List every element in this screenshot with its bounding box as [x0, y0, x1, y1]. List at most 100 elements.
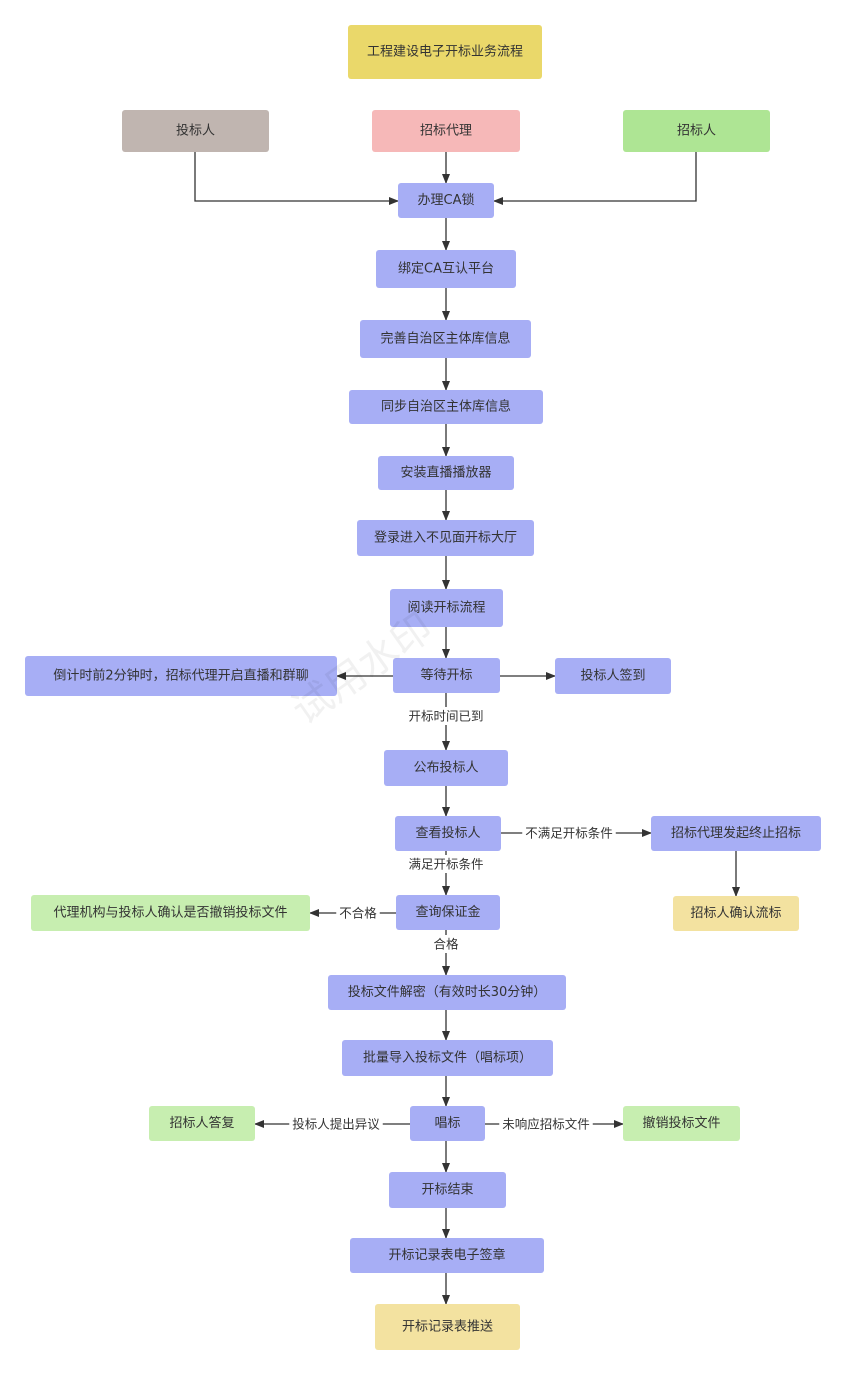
edge-label-view_bidders-to-check_deposit: 满足开标条件 [408, 857, 483, 872]
node-box [376, 250, 516, 288]
node-label: 同步自治区主体库信息 [381, 399, 511, 415]
node-box [350, 1238, 544, 1273]
node-box [348, 25, 542, 79]
node-terminate: 招标代理发起终止招标 [651, 816, 821, 851]
edge-label-sing-to-tenderer_reply: 投标人提出异议 [292, 1117, 380, 1132]
node-label: 招标人确认流标 [690, 906, 781, 921]
node-label: 完善自治区主体库信息 [380, 331, 510, 347]
node-open-end: 开标结束 [389, 1172, 506, 1208]
node-box [651, 816, 821, 851]
node-box [342, 1040, 553, 1076]
node-box [384, 750, 508, 786]
node-countdown: 倒计时前2分钟时，招标代理开启直播和群聊 [25, 656, 337, 696]
node-label: 办理CA锁 [418, 192, 475, 208]
node-box [149, 1106, 255, 1141]
node-decrypt: 投标文件解密（有效时长30分钟） [328, 975, 566, 1010]
node-tenderer: 招标人 [623, 110, 770, 152]
node-box [378, 456, 514, 490]
node-record-push: 开标记录表推送 [375, 1304, 520, 1350]
edge-label-bg [430, 935, 462, 953]
node-label: 招标代理发起终止招标 [671, 825, 801, 841]
edge-label-check_deposit-to-decrypt: 合格 [433, 937, 459, 952]
node-label: 投标人 [176, 123, 215, 139]
node-box [389, 1172, 506, 1208]
node-box [395, 816, 501, 851]
node-label: 查看投标人 [415, 825, 480, 841]
edge-label-bg [405, 707, 487, 725]
edge-bidder-to-ca_lock [194, 152, 399, 205]
edge-label-bg [405, 855, 487, 873]
node-view-bidders: 查看投标人 [395, 816, 501, 851]
node-label: 唱标 [434, 1116, 460, 1131]
node-label: 开标记录表推送 [402, 1320, 493, 1335]
node-label: 代理机构与投标人确认是否撤销投标文件 [53, 905, 287, 921]
node-label: 批量导入投标文件（唱标项） [363, 1050, 532, 1066]
node-box [673, 896, 799, 931]
edge-label-wait_open-to-publish_bidders: 开标时间已到 [408, 709, 483, 724]
edge-label-check_deposit-to-revoke_confirm: 不合格 [339, 906, 377, 921]
node-label: 投标文件解密（有效时长30分钟） [348, 984, 547, 1000]
edge-label-bg [289, 1115, 383, 1133]
node-agent: 招标代理 [372, 110, 520, 152]
node-label: 投标人签到 [580, 668, 645, 684]
node-label: 招标人答复 [169, 1115, 234, 1131]
node-label: 登录进入不见面开标大厅 [374, 531, 517, 546]
node-box [555, 658, 671, 694]
node-record-sign: 开标记录表电子签章 [350, 1238, 544, 1273]
node-login-hall: 登录进入不见面开标大厅 [357, 520, 534, 556]
node-sing: 唱标 [410, 1106, 485, 1141]
node-box [31, 895, 310, 931]
node-label: 公布投标人 [413, 760, 478, 776]
node-revoke-confirm: 代理机构与投标人确认是否撤销投标文件 [31, 895, 310, 931]
node-box [393, 658, 500, 693]
node-box [328, 975, 566, 1010]
edge-label-sing-to-revoke_files: 未响应招标文件 [502, 1117, 590, 1132]
node-complete-info: 完善自治区主体库信息 [360, 320, 531, 358]
node-install-player: 安装直播播放器 [378, 456, 514, 490]
node-box [396, 895, 500, 930]
node-box [623, 1106, 740, 1141]
edge-label-bg [522, 824, 616, 842]
edge-label-bg [499, 1115, 593, 1133]
node-title: 工程建设电子开标业务流程 [348, 25, 542, 79]
node-tenderer-reply: 招标人答复 [149, 1106, 255, 1141]
node-label: 绑定CA互认平台 [398, 262, 494, 277]
node-box [398, 183, 494, 218]
node-label: 撤销投标文件 [642, 1115, 720, 1131]
node-label: 等待开标 [420, 667, 472, 683]
edge-tenderer-to-ca_lock [493, 152, 697, 205]
node-box [360, 320, 531, 358]
node-label: 招标代理 [420, 124, 472, 139]
node-label: 开标记录表电子签章 [388, 1247, 505, 1263]
node-read-flow: 阅读开标流程 [390, 589, 503, 627]
node-label: 安装直播播放器 [400, 466, 491, 481]
node-ca-lock: 办理CA锁 [398, 183, 494, 218]
node-box [390, 589, 503, 627]
node-label: 招标人 [677, 124, 716, 139]
node-box [623, 110, 770, 152]
node-revoke-files: 撤销投标文件 [623, 1106, 740, 1141]
node-box [372, 110, 520, 152]
edge-label-view_bidders-to-terminate: 不满足开标条件 [525, 826, 613, 841]
node-box [349, 390, 543, 424]
node-wait-open: 等待开标 [393, 658, 500, 693]
node-label: 倒计时前2分钟时，招标代理开启直播和群聊 [53, 668, 308, 684]
node-check-deposit: 查询保证金 [396, 895, 500, 930]
node-box [25, 656, 337, 696]
node-box [410, 1106, 485, 1141]
node-box [375, 1304, 520, 1350]
node-box [357, 520, 534, 556]
node-label: 阅读开标流程 [407, 601, 485, 616]
node-label: 工程建设电子开标业务流程 [367, 44, 523, 60]
node-sync-info: 同步自治区主体库信息 [349, 390, 543, 424]
edge-label-bg [336, 904, 380, 922]
node-publish-bidders: 公布投标人 [384, 750, 508, 786]
node-label: 开标结束 [421, 1183, 473, 1198]
node-bind-ca: 绑定CA互认平台 [376, 250, 516, 288]
node-import-files: 批量导入投标文件（唱标项） [342, 1040, 553, 1076]
node-bidder: 投标人 [122, 110, 269, 152]
node-label: 查询保证金 [415, 904, 480, 920]
